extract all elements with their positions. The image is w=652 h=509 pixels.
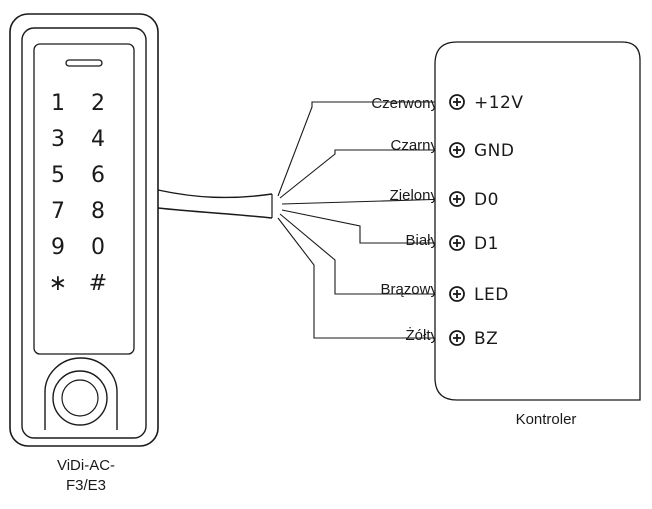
terminal-4: LED <box>449 285 509 305</box>
terminal-label-1: GND <box>474 141 514 161</box>
terminal-label-0: +12V <box>474 93 524 113</box>
led-indicator <box>65 59 103 67</box>
sensor-housing <box>44 357 118 430</box>
key-3: 4 <box>91 127 105 152</box>
wire-czarny <box>279 149 449 199</box>
key-11: # <box>89 271 107 296</box>
wire-bialy <box>281 209 449 244</box>
sensor-ring <box>52 370 108 426</box>
terminal-label-5: BZ <box>474 329 498 349</box>
terminal-0: +12V <box>449 93 524 113</box>
key-9: 0 <box>91 235 105 260</box>
wire-label-czarny: Czarny <box>390 137 438 154</box>
terminal-1: GND <box>449 141 514 161</box>
key-6: 7 <box>51 199 65 224</box>
reader-outer-shell <box>9 13 159 447</box>
wire-label-zielony: Zielony <box>390 187 439 204</box>
controller-box <box>434 41 641 401</box>
terminal-3: D1 <box>449 234 499 254</box>
wire-czerwony <box>277 101 449 197</box>
keypad-keys: 1 2 3 4 5 6 7 8 9 0 ∗ # <box>49 91 107 296</box>
wires <box>277 101 450 339</box>
keypad-panel <box>33 43 135 355</box>
key-7: 8 <box>91 199 105 224</box>
key-4: 5 <box>51 163 65 188</box>
key-1: 2 <box>91 91 105 116</box>
wire-label-zolty: Żółty <box>405 326 438 344</box>
cable <box>157 189 273 219</box>
key-5: 6 <box>91 163 105 188</box>
device-name-line1: ViDi-AC- <box>57 457 115 474</box>
wire-zolty <box>277 217 449 339</box>
card-reader: 1 2 3 4 5 6 7 8 9 0 ∗ # <box>9 13 159 447</box>
wire-label-czerwony: Czerwony <box>371 95 438 112</box>
terminal-label-3: D1 <box>474 234 499 254</box>
terminal-label-4: LED <box>474 285 509 305</box>
sensor-pad <box>61 379 99 417</box>
terminal-2: D0 <box>449 190 499 210</box>
controller-label: Kontroler <box>516 411 577 428</box>
key-2: 3 <box>51 127 65 152</box>
reader-inner-shell <box>21 27 147 439</box>
terminal-5: BZ <box>449 329 498 349</box>
key-8: 9 <box>51 235 65 260</box>
key-10: ∗ <box>49 271 67 296</box>
wire-label-bialy: Biały <box>405 232 438 249</box>
key-0: 1 <box>51 91 65 116</box>
wire-brazowy <box>279 213 449 295</box>
wire-label-brazowy: Brązowy <box>380 281 438 298</box>
device-name-line2: F3/E3 <box>66 477 106 494</box>
wire-zielony <box>281 198 450 205</box>
terminal-label-2: D0 <box>474 190 499 210</box>
